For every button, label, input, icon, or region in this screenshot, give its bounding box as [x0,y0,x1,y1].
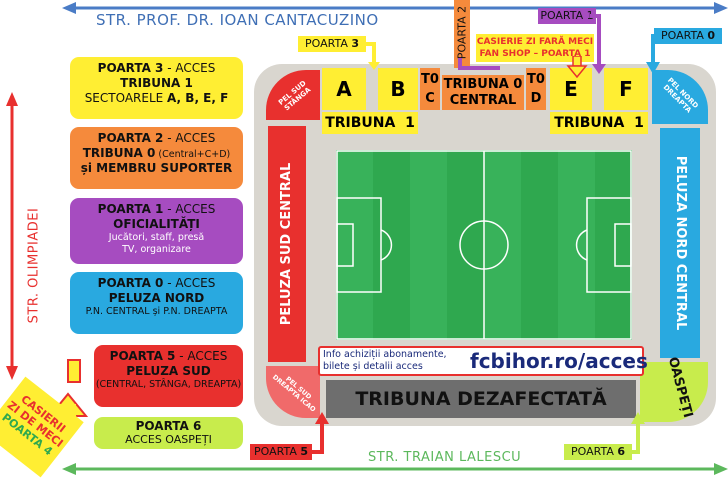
gate-3-label: POARTA 3 [298,36,366,52]
gate-0-label: POARTA 0 [654,28,722,44]
legend-gate-2: POARTA 2 - ACCES TRIBUNA 0 (Central+C+D)… [70,127,243,189]
peluza-nord-central [660,128,700,358]
top-street-arrow [62,2,728,14]
sector-b: B [378,68,418,110]
gate-1-arrow [590,14,606,74]
football-pitch [336,150,632,340]
peluza-nord-central-label: PELUZA NORD CENTRAL [673,155,688,331]
gate-5-arrow [310,412,329,454]
legend-gate-3: POARTA 3 - ACCES TRIBUNA 1 SECTOARELE A,… [70,57,243,119]
gate-0-arrow [646,34,662,74]
gate-2-tag [454,0,470,68]
tribuna1-right: TRIBUNA 1 [550,112,648,134]
gate-2-arrow [458,58,500,70]
street-left-label: STR. OLIMPIADEI [26,207,42,324]
casierie-top-arrow [566,56,588,78]
street-top-label: STR. PROF. DR. IOAN CANTACUZINO [96,11,379,29]
peluza-sud-central-label: PELUZA SUD CENTRAL [279,162,294,326]
gate-6-arrow [628,412,645,454]
peluza-sud-central [268,126,306,362]
left-street-arrow [6,92,18,380]
street-bottom-label: STR. TRAIAN LALESCU [364,450,526,465]
info-text: Info achiziții abonamente, bilete și det… [323,349,447,372]
gate-6-label: POARTA 6 [564,444,632,460]
tribuna1-left: TRIBUNA 1 [322,112,418,134]
gate-3-arrow [366,42,380,70]
sector-f: F [604,68,648,110]
legend-gate-1: POARTA 1 - ACCES OFICIALITĂȚI Jucători, … [70,198,243,264]
sector-e: E [550,68,592,110]
tribuna-dezafectata: TRIBUNA DEZAFECTATĂ [326,380,636,418]
sector-a: A [322,68,366,110]
gate-1-label: POARTA 1 [538,8,596,24]
gate-5-label: POARTA 5 [250,444,312,460]
legend-gate-6: POARTA 6 ACCES OASPEȚI [94,417,243,449]
legend-gate-0: POARTA 0 - ACCES PELUZA NORD P.N. CENTRA… [70,272,243,334]
legend-gate-5: POARTA 5 - ACCES PELUZA SUD (CENTRAL, ST… [94,345,243,407]
bottom-street-arrow [62,463,728,475]
info-box[interactable]: Info achiziții abonamente, bilete și det… [318,346,648,376]
acces-url-link[interactable]: fcbihor.ro/acces [470,349,648,373]
